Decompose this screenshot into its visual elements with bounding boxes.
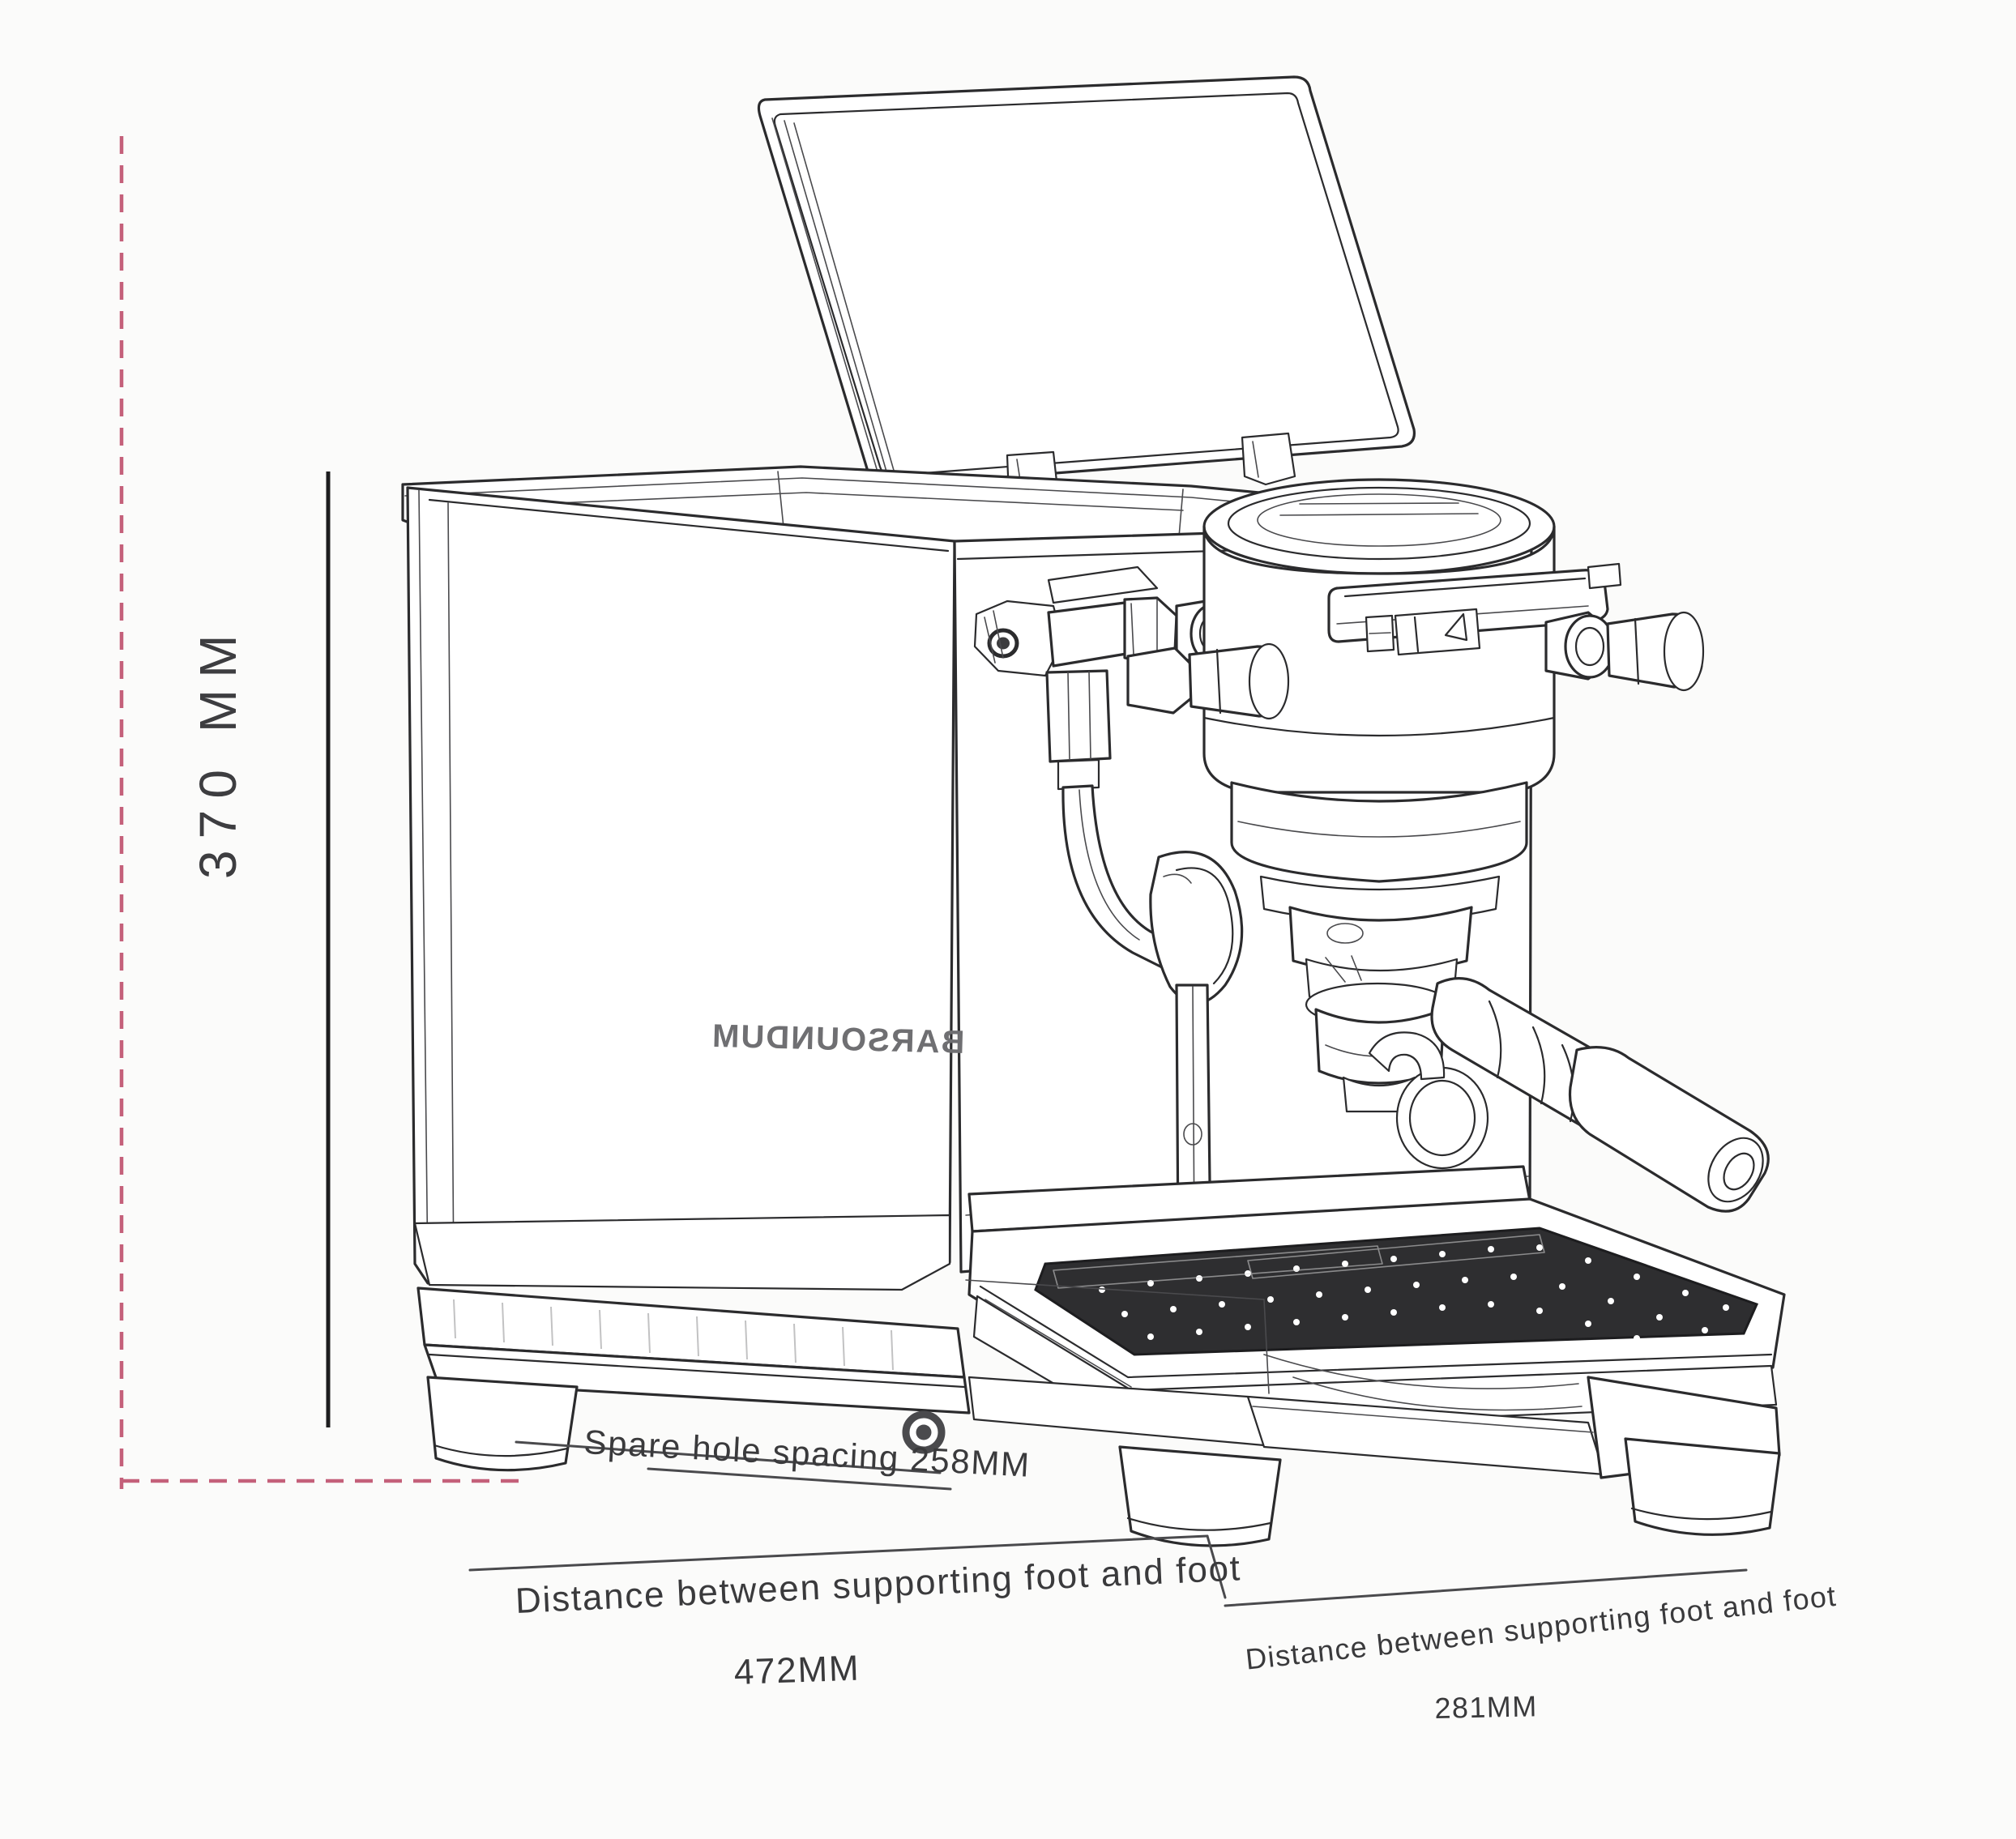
svg-text:BARSOUNDUM: BARSOUNDUM xyxy=(711,1018,965,1060)
foot-rear-right xyxy=(1624,1437,1781,1536)
guide-lines xyxy=(119,136,519,1489)
supporting-feet xyxy=(426,1376,1781,1547)
foot-distance-side-value: 281MM xyxy=(1434,1689,1539,1725)
rear-panel-hint xyxy=(965,1279,1582,1411)
pressure-indicator-window xyxy=(1365,608,1481,656)
foot-front-left xyxy=(426,1376,579,1472)
spare-hole-marker xyxy=(902,1410,946,1454)
espresso-machine-illustration: BARSOUNDUM xyxy=(401,75,1786,1547)
portafilter-handle xyxy=(1368,977,1770,1213)
water-tank-lid xyxy=(757,75,1416,506)
right-control-knob xyxy=(1544,611,1705,692)
foot-front-center xyxy=(1118,1445,1282,1547)
left-control-knob xyxy=(1126,642,1290,720)
dimension-leaders xyxy=(468,1440,1748,1607)
drip-tray-grate xyxy=(1034,1227,1759,1356)
grate-bars xyxy=(1053,1234,1545,1289)
plinth-shading xyxy=(453,1299,894,1371)
foot-distance-front-value: 472MM xyxy=(733,1648,861,1692)
base-plinth xyxy=(416,1286,1781,1479)
lid-hinge-right xyxy=(1241,432,1296,486)
left-side-panel xyxy=(406,486,956,1291)
height-dimension-label: 370 MM xyxy=(189,623,247,879)
brand-logo: BARSOUNDUM xyxy=(711,1018,965,1060)
hex-badge xyxy=(973,599,1065,677)
